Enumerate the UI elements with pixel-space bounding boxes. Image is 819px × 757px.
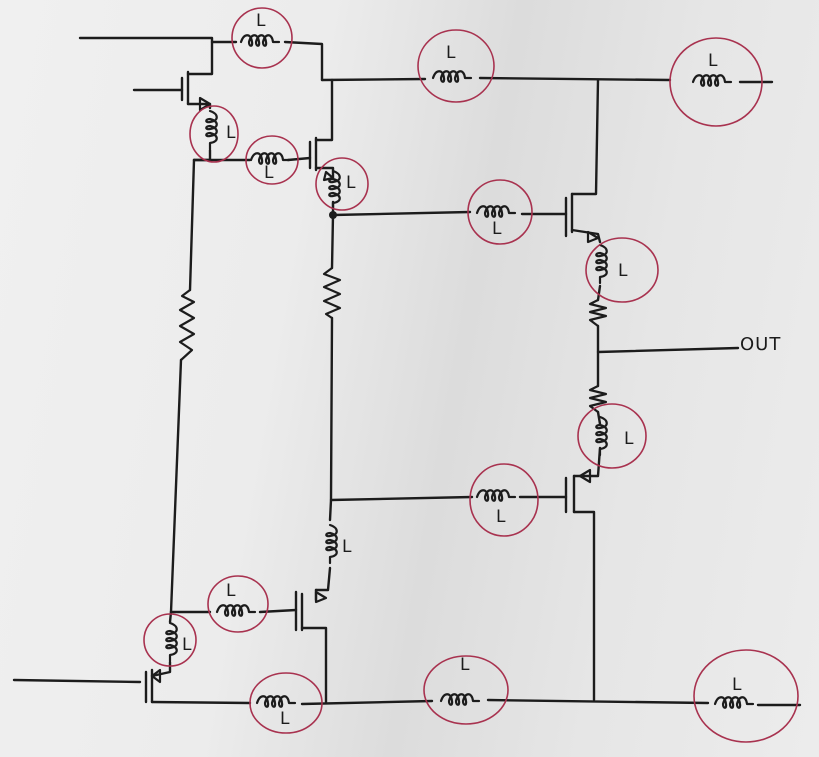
inductor-L15: L	[423, 655, 509, 725]
inductor-label: L	[346, 173, 356, 193]
resistors	[178, 266, 608, 414]
inductor-label: L	[182, 635, 192, 655]
inductor-L13: L	[143, 613, 197, 667]
transistor-arrows	[150, 96, 600, 684]
inductor-label: L	[496, 507, 506, 527]
wiring	[12, 36, 802, 707]
inductor-L10: L	[469, 463, 539, 537]
inductor-label: L	[618, 261, 628, 281]
inductor-label: L	[226, 123, 236, 143]
inductor-L16: L	[693, 649, 799, 743]
inductor-L1: L	[231, 7, 293, 69]
output-label: OUT	[740, 334, 781, 355]
inductor-L6: L	[315, 157, 369, 211]
inductor-label: L	[624, 429, 634, 449]
inductor-label: L	[342, 537, 352, 557]
resistor-left	[178, 288, 196, 362]
inductor-label: L	[226, 581, 236, 601]
resistor-center	[322, 266, 342, 320]
inductor-L7: L	[467, 179, 533, 245]
inductor-label: L	[708, 51, 718, 71]
inductor-label: L	[492, 219, 502, 239]
inductor-L12: L	[207, 575, 269, 633]
resistor-right-upper	[588, 298, 608, 328]
inductor-label: L	[264, 163, 274, 183]
inductor-L8: L	[585, 237, 659, 303]
inductor-L9: L	[577, 403, 647, 469]
inductor-L3: L	[669, 37, 763, 127]
inductor-L2: L	[417, 29, 495, 103]
inductor-L4: L	[189, 105, 239, 163]
inductor-label: L	[280, 709, 290, 729]
inductor-L5: L	[245, 135, 299, 185]
inductor-L14: L	[249, 672, 323, 734]
inductor-label: L	[732, 675, 742, 695]
inductor-L11: L	[325, 523, 352, 565]
resistor-right-lower	[588, 384, 608, 414]
junction-dot	[329, 211, 337, 219]
inductor-label: L	[256, 11, 266, 31]
inductor-label: L	[446, 43, 456, 63]
inductor-label: L	[460, 655, 470, 675]
